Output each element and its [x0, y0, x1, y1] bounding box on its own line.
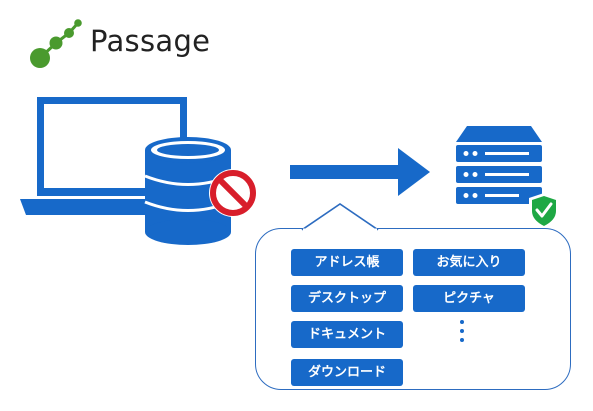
passage-logo: Passage — [28, 14, 228, 70]
folder-desktop[interactable]: デスクトップ — [291, 285, 403, 312]
shield-check-icon — [529, 193, 559, 229]
folder-documents[interactable]: ドキュメント — [291, 321, 403, 348]
folder-favorites[interactable]: お気に入り — [413, 249, 525, 276]
folder-downloads[interactable]: ダウンロード — [291, 359, 403, 386]
folder-pictures[interactable]: ピクチャ — [413, 285, 525, 312]
server-icon — [456, 126, 542, 204]
more-folders-ellipsis-icon — [458, 320, 466, 350]
folder-address-book[interactable]: アドレス帳 — [291, 249, 403, 276]
passage-logo-mark-icon — [30, 19, 82, 68]
logo-wordmark: Passage — [90, 24, 211, 58]
prohibited-icon — [209, 169, 257, 217]
right-arrow-icon — [290, 148, 430, 196]
